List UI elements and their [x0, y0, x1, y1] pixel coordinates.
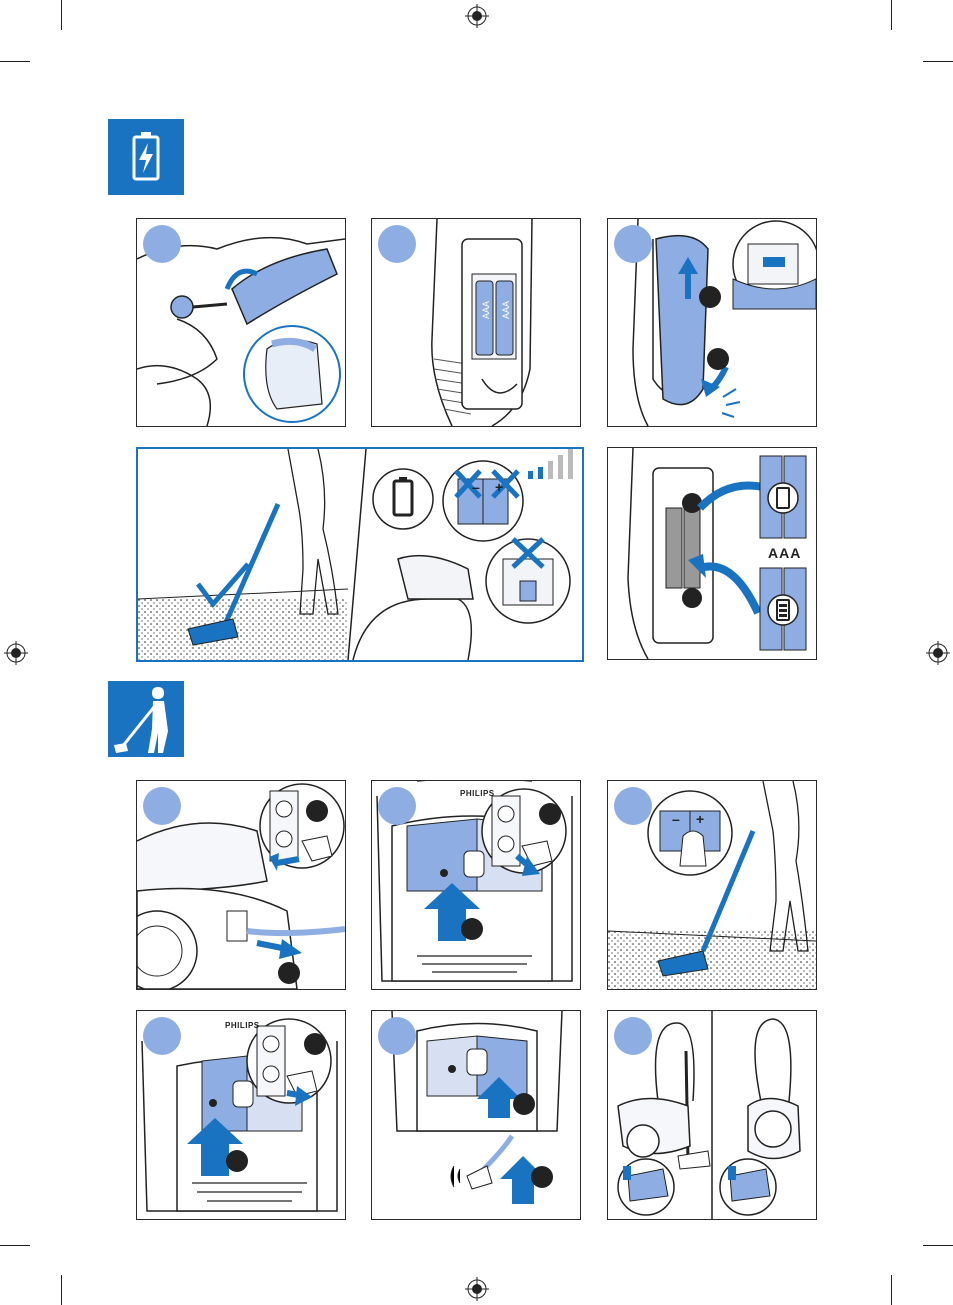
illustration-unplug: PHILIPS [136, 1010, 346, 1220]
illustration-pull-cord [136, 780, 346, 990]
minus-label: – [672, 811, 680, 827]
illustration-adjust-power: – + [607, 780, 817, 990]
crop-mark [891, 1275, 892, 1305]
crop-mark [61, 1275, 62, 1305]
brand-label: PHILIPS [460, 789, 495, 798]
registration-mark-icon [465, 1277, 489, 1301]
step-badge [614, 225, 652, 263]
plus-label: + [696, 811, 704, 827]
illustration-rewind-cord [371, 1010, 581, 1220]
svg-text:AAA: AAA [501, 301, 511, 319]
battery-section-icon [108, 119, 184, 195]
crop-mark [923, 61, 953, 62]
illustration-low-battery-indicator: – + [136, 447, 584, 662]
illustration-storage [607, 1010, 817, 1220]
illustration-replace-batteries: AAA [607, 447, 817, 660]
minus-label: – [472, 479, 480, 495]
step-badge [143, 225, 181, 263]
battery-type-label: AAA [768, 545, 801, 561]
registration-mark-icon [4, 641, 28, 665]
plus-label: + [495, 479, 503, 495]
crop-mark [61, 0, 62, 30]
step-badge [378, 225, 416, 263]
step-badge [614, 1017, 652, 1055]
illustration-open-handle [136, 218, 346, 427]
svg-text:AAA: AAA [481, 301, 491, 319]
registration-mark-icon [465, 4, 489, 28]
step-badge [614, 787, 652, 825]
crop-mark [923, 1245, 953, 1246]
step-badge [378, 1017, 416, 1055]
illustration-battery-compartment: AAA AAA [371, 218, 581, 427]
step-badge [143, 787, 181, 825]
step-badge [378, 787, 416, 825]
crop-mark [0, 61, 30, 62]
vacuum-section-icon [108, 681, 184, 757]
step-badge [143, 1017, 181, 1055]
registration-mark-icon [926, 641, 950, 665]
brand-label: PHILIPS [225, 1021, 260, 1030]
illustration-switch-on: PHILIPS [371, 780, 581, 990]
crop-mark [0, 1245, 30, 1246]
crop-mark [891, 0, 892, 30]
illustration-remove-cover [607, 218, 817, 427]
